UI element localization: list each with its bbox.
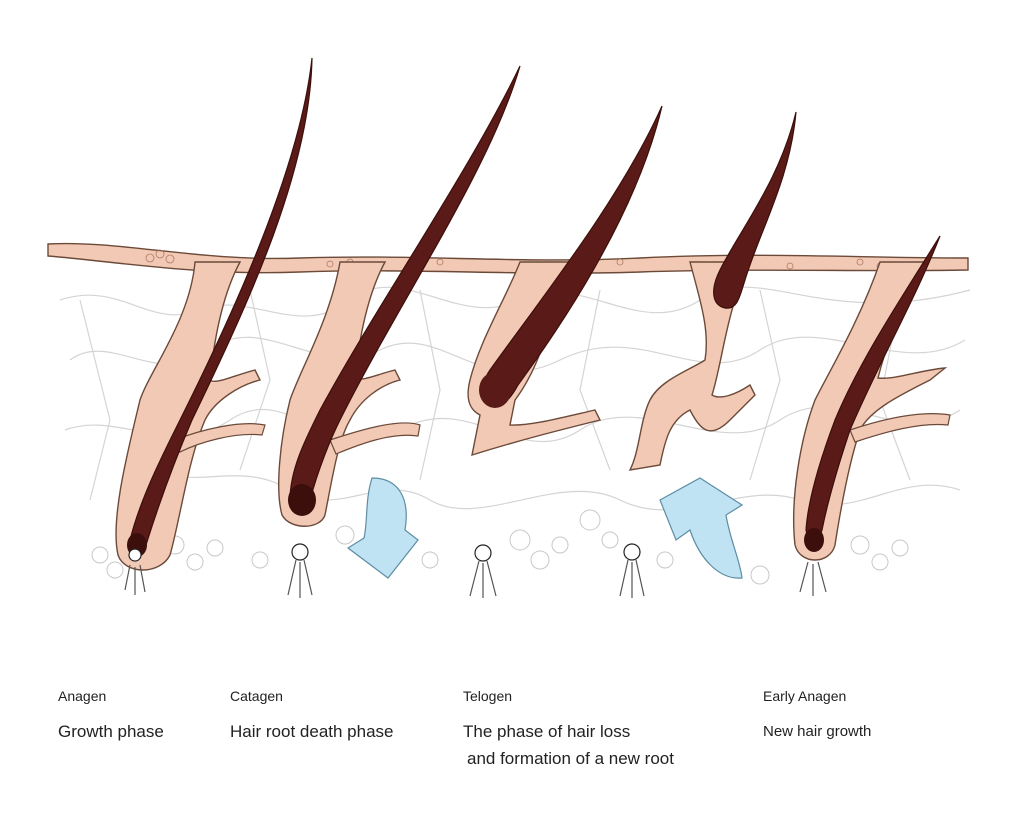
phase-label-catagen: Catagen Hair root death phase (230, 688, 394, 745)
phase-label-early-anagen: Early Anagen New hair growth (763, 688, 871, 745)
follicle-anagen (115, 57, 313, 595)
phase-description-line2: and formation of a new root (467, 749, 674, 768)
phase-name: Telogen (463, 688, 513, 704)
skin-cells (145, 249, 884, 270)
phase-description: Growth phase (58, 722, 164, 741)
skin-surface (47, 242, 969, 274)
hair-growth-cycle-diagram (47, 57, 971, 598)
arrow-down-icon (346, 477, 419, 579)
follicle-telogen (467, 105, 663, 598)
phase-name: Anagen (58, 688, 107, 704)
phase-name: Catagen (230, 688, 283, 704)
phase-description: New hair growth (763, 723, 872, 740)
phase-description: The phase of hair loss and formation of … (463, 718, 674, 772)
phase-label-telogen: Telogen The phase of hair loss and forma… (463, 688, 674, 772)
fat-cells (91, 509, 909, 585)
follicle-early-anagen (793, 235, 951, 596)
follicle-new-root (619, 111, 797, 598)
phase-description: Hair root death phase (230, 722, 394, 741)
phase-label-anagen: Anagen Growth phase (58, 688, 164, 745)
phase-name: Early Anagen (763, 688, 847, 704)
arrow-up-icon (659, 477, 744, 579)
follicle-catagen (278, 65, 521, 598)
phase-description-line1: The phase of hair loss (463, 722, 631, 741)
